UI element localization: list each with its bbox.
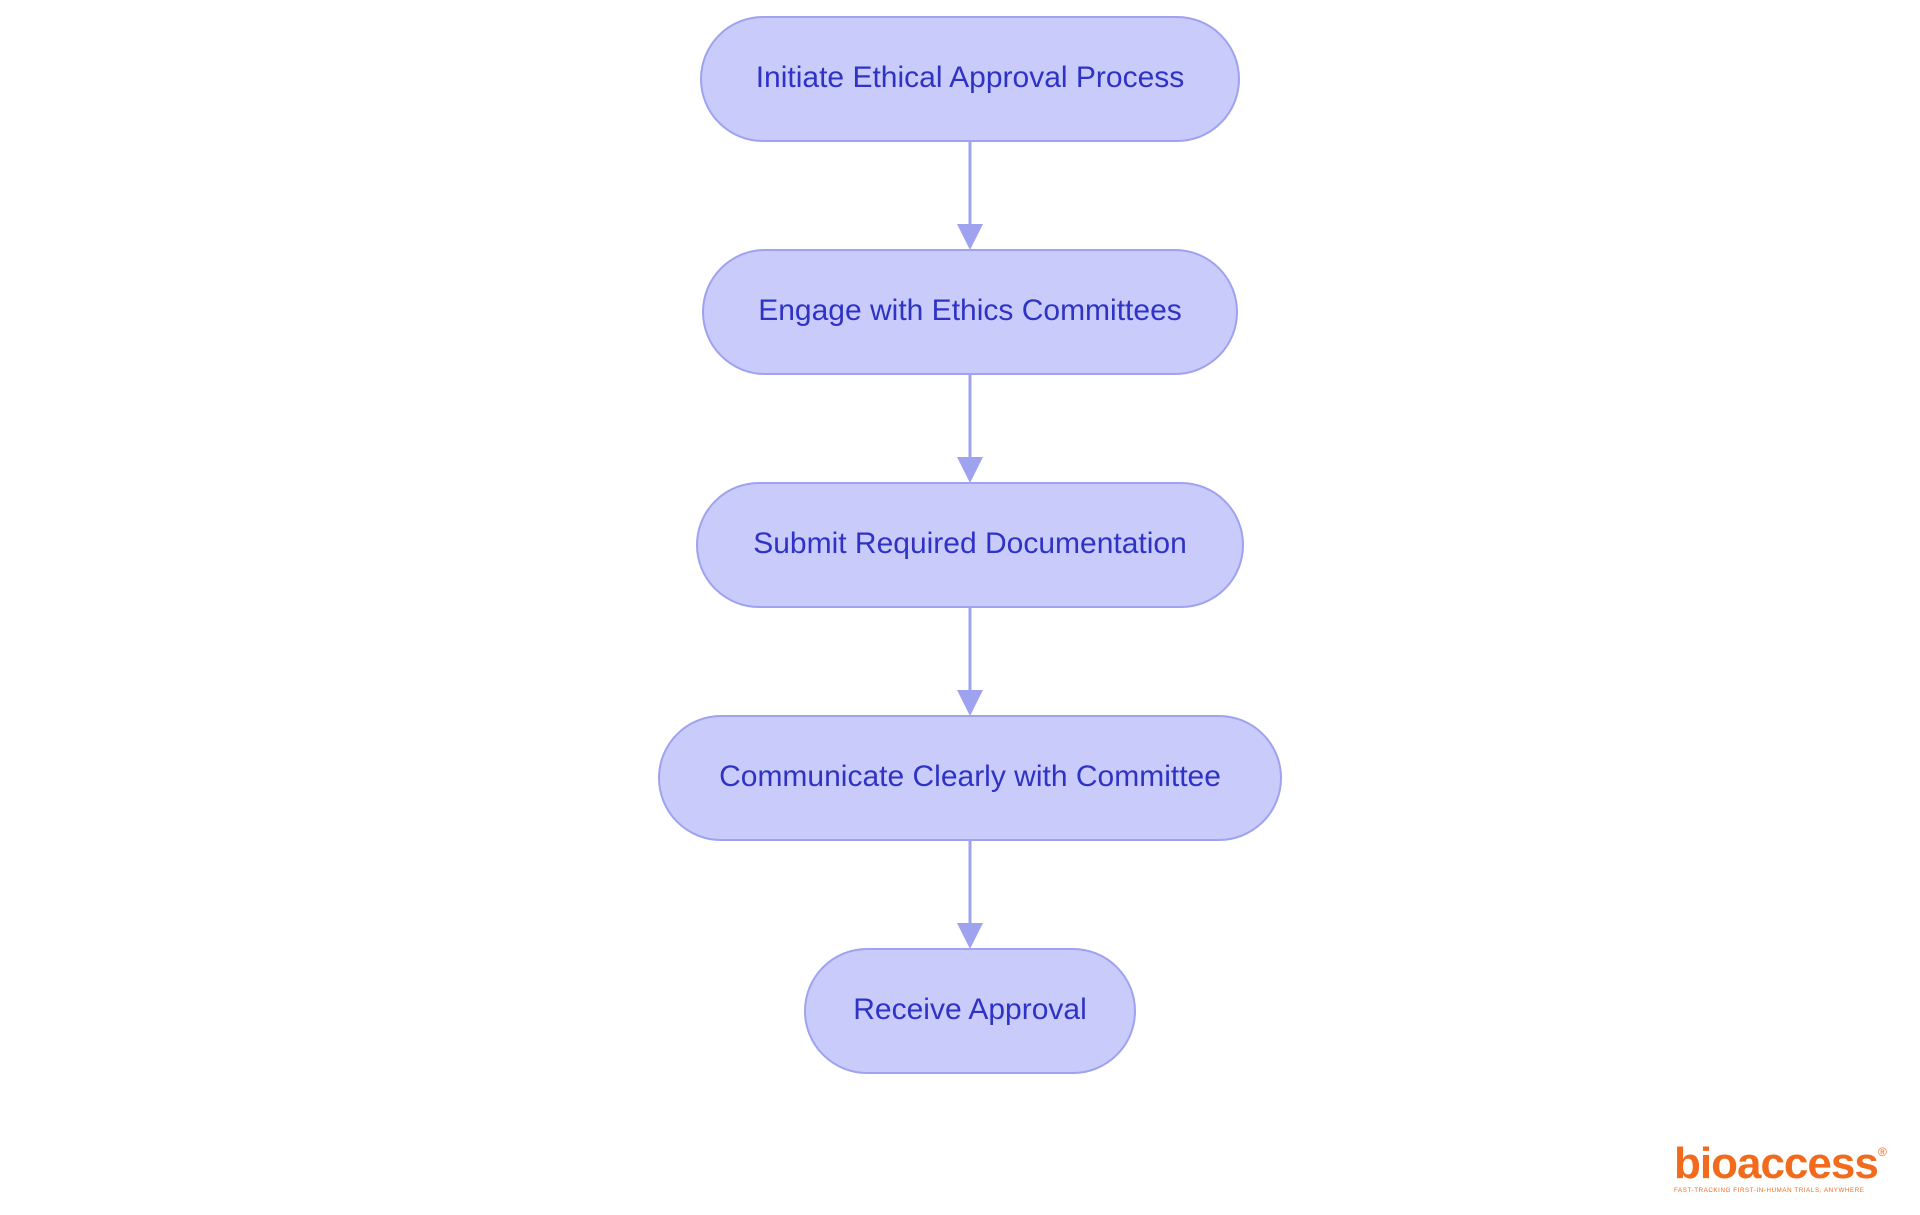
flow-node-engage: Engage with Ethics Committees <box>702 249 1238 375</box>
flow-node-initiate: Initiate Ethical Approval Process <box>700 16 1240 142</box>
node-label: Submit Required Documentation <box>753 527 1187 560</box>
arrowhead-n2-n3 <box>957 457 983 483</box>
arrowhead-n3-n4 <box>957 690 983 716</box>
logo-registered-mark: ® <box>1878 1145 1887 1159</box>
arrowhead-n1-n2 <box>957 224 983 250</box>
node-label: Engage with Ethics Committees <box>758 294 1182 327</box>
flow-node-communicate: Communicate Clearly with Committee <box>658 715 1282 841</box>
node-label: Receive Approval <box>853 993 1086 1026</box>
node-label: Initiate Ethical Approval Process <box>756 61 1185 94</box>
edges <box>957 141 983 949</box>
logo-tagline: FAST-TRACKING FIRST-IN-HUMAN TRIALS, ANY… <box>1674 1187 1865 1194</box>
flow-node-submit: Submit Required Documentation <box>696 482 1244 608</box>
bioaccess-logo: bioaccess ® FAST-TRACKING FIRST-IN-HUMAN… <box>1674 1139 1887 1194</box>
flow-node-receive: Receive Approval <box>804 948 1136 1074</box>
node-label: Communicate Clearly with Committee <box>719 760 1221 793</box>
logo-wordmark: bioaccess <box>1674 1139 1878 1188</box>
arrowhead-n4-n5 <box>957 923 983 949</box>
